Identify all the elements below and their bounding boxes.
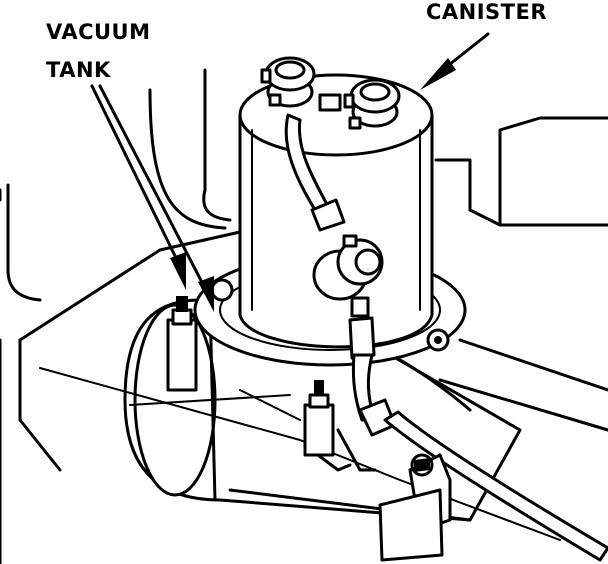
vacuum-tank-label-line2: TANK [46,58,111,82]
canister-leader-arrow [420,32,490,90]
canister-label: CANISTER [426,0,548,24]
hose-clip-bracket [378,453,452,562]
vacuum-tank-label-line1: VACUUM [46,20,151,44]
vacuum-tank-leader-arrows [90,84,214,312]
background-frame [0,68,608,564]
vacuum-hoses [284,113,608,562]
regulator-valve [312,234,384,318]
canister-valves [260,56,401,130]
mounting-studs [166,296,377,472]
